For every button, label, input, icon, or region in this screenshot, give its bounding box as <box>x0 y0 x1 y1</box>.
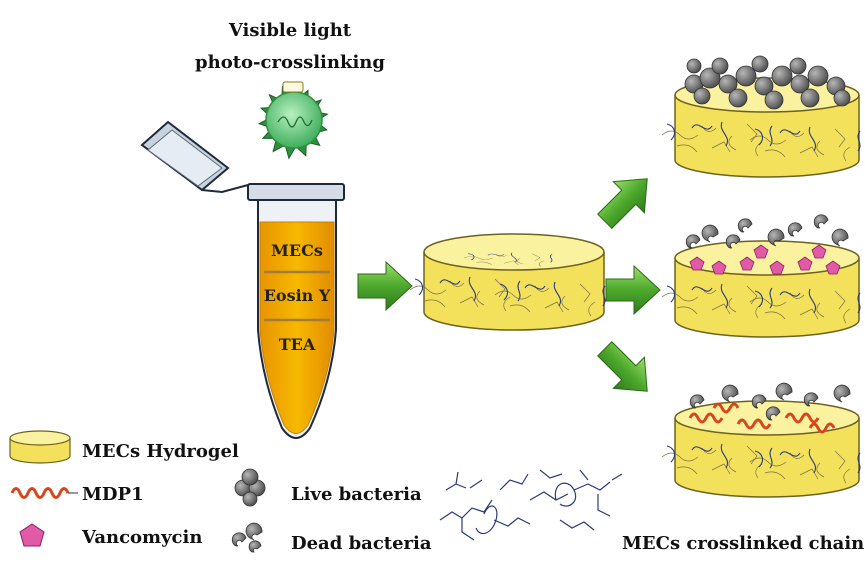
light-title-line2: photo-crosslinking <box>195 52 385 73</box>
dead-bacteria-cluster-2 <box>689 382 851 421</box>
tube-lid <box>140 120 249 194</box>
arrow-to-mdp1-hydrogel <box>597 178 648 229</box>
live-bacteria-cluster <box>684 55 851 110</box>
legend-mdp1-icon <box>10 487 78 499</box>
hydrogel-disk-center <box>409 233 606 331</box>
legend-crosslinked-chain-icon <box>439 469 623 541</box>
legend-mdp1-label: MDP1 <box>82 484 144 505</box>
hydrogel-disk-vancomycin <box>661 214 861 338</box>
hydrogel-disk-mdp1 <box>661 382 861 498</box>
legend-hydrogel-icon <box>9 430 71 464</box>
eppendorf-tube: MECs Eosin Y TEA <box>140 120 345 439</box>
arrow-to-hydrogel <box>357 260 413 312</box>
light-bulb-icon <box>257 81 329 160</box>
legend-crosslinked-chain-label: MECs crosslinked chain <box>622 533 864 554</box>
legend-live-bacteria-icon <box>234 468 266 507</box>
light-title-line1: Visible light <box>228 20 352 41</box>
tube-liquid <box>259 221 335 434</box>
hydrogel-disk-live-bacteria <box>661 55 861 178</box>
legend: MECs Hydrogel MDP1 Vancomycin Live bacte… <box>9 430 864 554</box>
legend-vancomycin-icon <box>19 523 45 547</box>
tube-label-eosin-y: Eosin Y <box>264 286 331 305</box>
arrow-to-peptide-hydrogel <box>597 341 648 392</box>
vancomycin-particles <box>689 244 841 275</box>
legend-hydrogel-label: MECs Hydrogel <box>82 441 239 462</box>
mdp1-peptides <box>688 402 836 434</box>
legend-live-bacteria-label: Live bacteria <box>291 484 422 505</box>
dead-bacteria-cluster-1 <box>685 214 849 249</box>
tube-label-tea: TEA <box>279 335 316 354</box>
arrow-to-vancomycin-hydrogel <box>605 264 661 316</box>
tube-rim <box>247 183 345 201</box>
tube-label-mecs: MECs <box>271 241 323 260</box>
legend-dead-bacteria-icon <box>231 522 263 553</box>
legend-dead-bacteria-label: Dead bacteria <box>291 533 432 554</box>
legend-vancomycin-label: Vancomycin <box>81 527 202 548</box>
